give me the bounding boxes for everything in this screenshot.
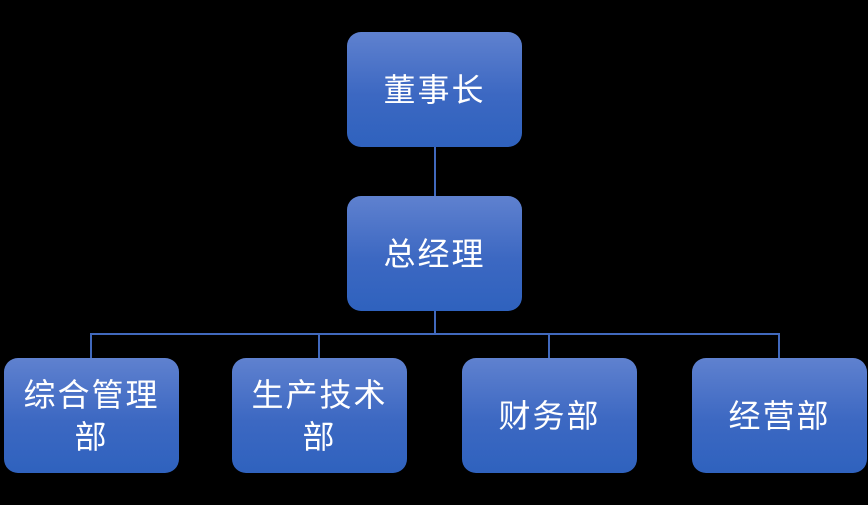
org-node-general-manager-label: 总经理 bbox=[383, 234, 486, 273]
org-node-chairman-label: 董事长 bbox=[383, 70, 486, 109]
connector-gm-stem bbox=[434, 311, 436, 334]
org-node-dept-label: 生产技术部 bbox=[251, 375, 388, 456]
connector-drop-dept-3 bbox=[778, 334, 780, 359]
org-node-dept-general-management[interactable]: 综合管理部 bbox=[4, 358, 179, 473]
org-node-dept-label: 综合管理部 bbox=[23, 375, 160, 456]
connector-chairman-to-gm bbox=[434, 147, 436, 196]
connector-drop-dept-2 bbox=[548, 334, 550, 359]
connector-horizontal-bus bbox=[90, 333, 780, 335]
org-node-dept-finance[interactable]: 财务部 bbox=[462, 358, 637, 473]
org-node-dept-label: 财务部 bbox=[498, 396, 601, 435]
org-node-dept-production-technology[interactable]: 生产技术部 bbox=[232, 358, 407, 473]
org-node-general-manager[interactable]: 总经理 bbox=[347, 196, 522, 311]
org-node-dept-label: 经营部 bbox=[728, 396, 831, 435]
connector-drop-dept-1 bbox=[318, 334, 320, 359]
connector-drop-dept-0 bbox=[90, 334, 92, 359]
org-node-dept-operations[interactable]: 经营部 bbox=[692, 358, 867, 473]
org-node-chairman[interactable]: 董事长 bbox=[347, 32, 522, 147]
